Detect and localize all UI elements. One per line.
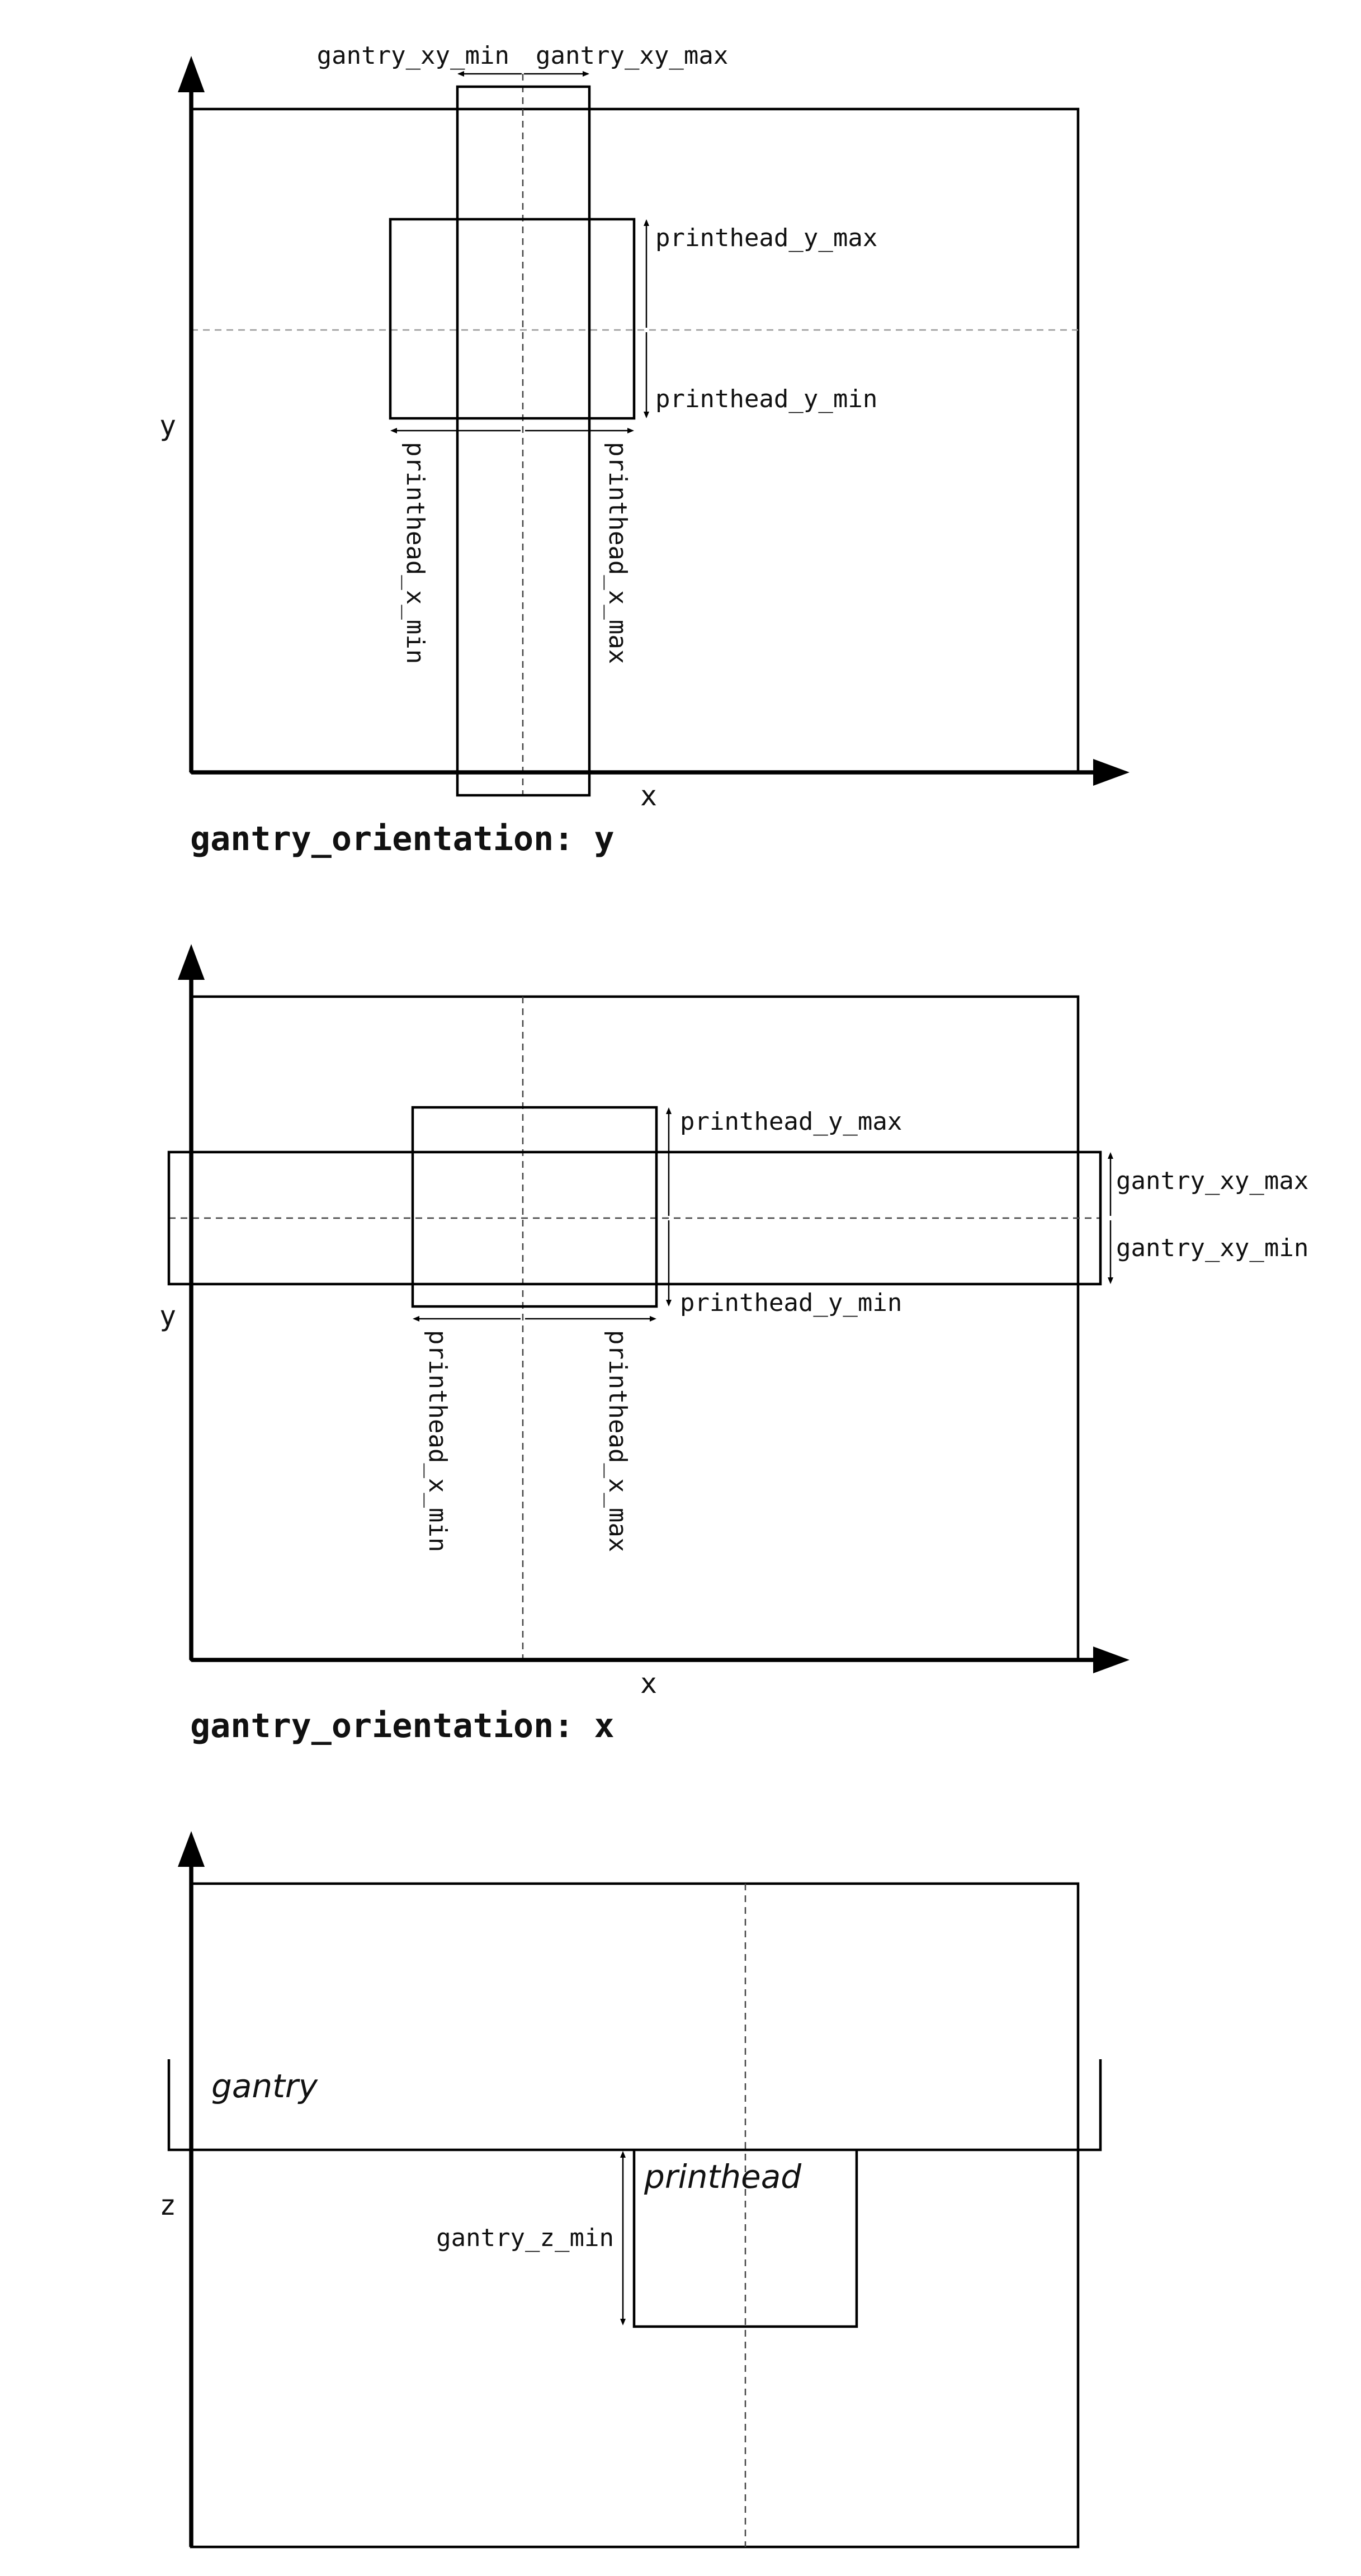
- y-axis-arrowhead: [178, 944, 205, 980]
- printhead-y-max-tick: [644, 219, 649, 226]
- gantry-z-min-bottom-tick: [620, 2319, 626, 2325]
- printhead-y-max-tick: [666, 1107, 672, 1114]
- x-axis-arrowhead: [1093, 1646, 1130, 1673]
- printhead-x-max-tick: [650, 1316, 656, 1322]
- printhead-x-min-tick: [390, 428, 397, 433]
- printhead-y-min-label: printhead_y_min: [680, 1289, 902, 1317]
- z-axis-arrowhead: [178, 1831, 205, 1867]
- y-axis-label: y: [159, 1300, 176, 1332]
- gantry: [167, 1150, 1102, 1286]
- gantry-xy-max-label: gantry_xy_max: [536, 41, 728, 70]
- printhead-y-min-tick: [644, 412, 649, 418]
- caption: gantry_orientation: x: [190, 1706, 615, 1745]
- y-axis-label: y: [159, 409, 176, 442]
- printhead-x-min-label: printhead_x_min: [401, 442, 429, 664]
- panel-gantry-z: gantry printhead gantry_z_min z: [159, 1831, 1102, 2549]
- gantry-xy-max-tick: [583, 71, 589, 77]
- x-axis-arrowhead: [1093, 759, 1130, 786]
- z-axis-label: z: [159, 2189, 176, 2221]
- gantry: [456, 85, 591, 797]
- printhead-x-min-tick: [413, 1316, 419, 1322]
- printhead-x-min-label: printhead_x_min: [423, 1330, 452, 1552]
- printhead: [411, 1106, 658, 1308]
- printhead-x-max-label: printhead_x_max: [603, 1330, 632, 1552]
- printhead-x-max-label: printhead_x_max: [603, 442, 632, 664]
- printhead-label: printhead: [644, 2158, 802, 2196]
- build-area: [190, 995, 1080, 1662]
- printhead-x-max-tick: [627, 428, 634, 433]
- y-axis-arrowhead: [178, 56, 205, 92]
- gantry-xy-max-label: gantry_xy_max: [1116, 1167, 1308, 1195]
- gantry-xy-min-tick: [457, 71, 464, 77]
- gantry-z-min-label: gantry_z_min: [436, 2224, 614, 2252]
- gantry-xy-min-label: gantry_xy_min: [317, 41, 509, 70]
- gantry-xy-min-label: gantry_xy_min: [1116, 1234, 1308, 1262]
- printhead-y-min-tick: [666, 1300, 672, 1306]
- printhead: [632, 2150, 858, 2328]
- x-axis-label: x: [640, 780, 657, 812]
- gantry-z-min-top-tick: [620, 2151, 626, 2158]
- printhead-y-max-label: printhead_y_max: [655, 224, 877, 252]
- panel-gantry-orientation-y: gantry_xy_min gantry_xy_max printhead_y_…: [159, 41, 1130, 858]
- gantry-xy-max-tick: [1108, 1152, 1113, 1159]
- gantry-xy-min-tick: [1108, 1277, 1113, 1284]
- printhead-y-min-label: printhead_y_min: [655, 385, 877, 413]
- printhead: [389, 218, 636, 420]
- gantry-label: gantry: [211, 2067, 318, 2105]
- panel-gantry-orientation-x: printhead_y_max printhead_y_min gantry_x…: [159, 944, 1308, 1745]
- build-area: [190, 107, 1080, 774]
- caption: gantry_orientation: y: [190, 819, 615, 858]
- x-axis-label: x: [640, 1667, 657, 1700]
- printhead-y-max-label: printhead_y_max: [680, 1107, 902, 1136]
